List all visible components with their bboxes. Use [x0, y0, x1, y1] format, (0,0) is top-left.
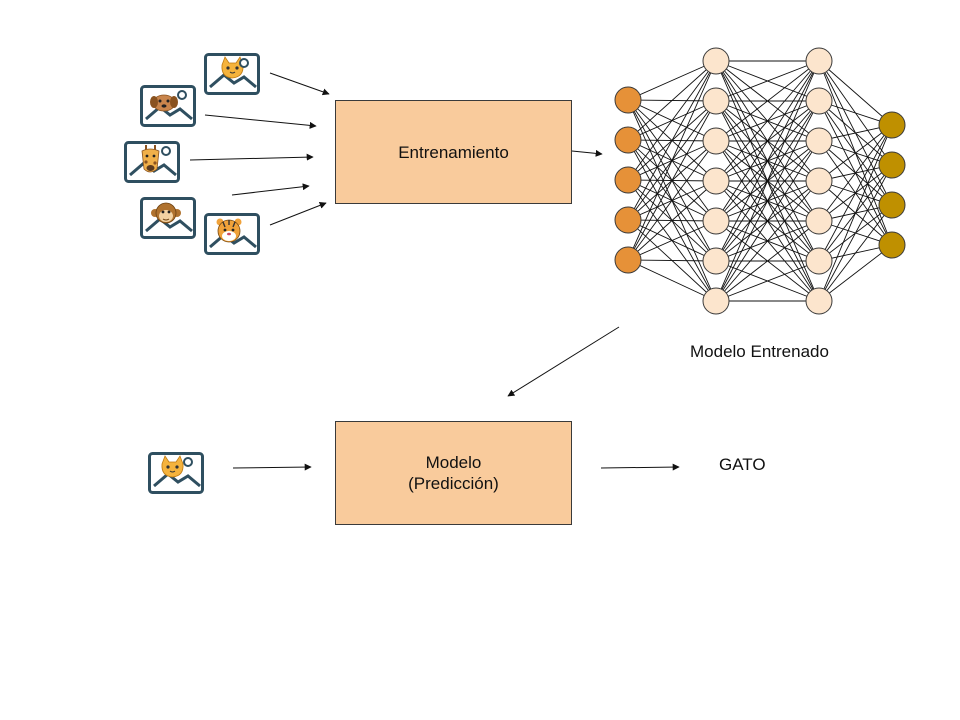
arrow-prediction-to-output — [600, 463, 680, 471]
input-node — [614, 86, 642, 114]
network-edge — [627, 220, 717, 261]
training-image-tiger — [204, 213, 260, 260]
network-edge — [627, 259, 717, 302]
network-edge — [627, 259, 717, 262]
network-edge — [627, 60, 717, 181]
network-edge — [715, 60, 820, 262]
hidden-node — [805, 87, 833, 115]
training-arrows — [189, 72, 330, 226]
network-edge — [627, 180, 717, 261]
hidden-node — [805, 287, 833, 315]
arrow-input-to-prediction — [232, 463, 312, 471]
tiger-face-icon — [204, 213, 260, 255]
network-edge — [715, 260, 820, 302]
network-edge — [715, 60, 820, 102]
training-image-monkey — [140, 197, 196, 244]
training-image-cat — [204, 53, 260, 100]
network-edge — [627, 60, 717, 261]
output-node — [878, 111, 906, 139]
prediction-box-line2: (Predicción) — [408, 474, 499, 493]
hidden-node — [702, 87, 730, 115]
network-edge — [627, 60, 717, 141]
hidden-node — [702, 247, 730, 275]
network-edge — [715, 60, 820, 302]
prediction-box-line1: Modelo — [425, 453, 482, 472]
hidden-node — [805, 247, 833, 275]
network-edge — [818, 60, 893, 126]
network-edge — [818, 124, 893, 222]
output-label: GATO — [719, 455, 766, 474]
training-box-label: Entrenamiento — [398, 142, 509, 162]
input-image-cat — [148, 452, 204, 499]
arrow-cat-to-training — [269, 72, 330, 96]
training-box: Entrenamiento — [335, 100, 572, 204]
hidden-node — [805, 207, 833, 235]
network-edge — [627, 100, 717, 261]
arrow-training-to-network — [571, 149, 603, 157]
arrow-network-to-prediction — [507, 326, 620, 397]
arrow-dog-to-training — [204, 114, 317, 129]
hidden-node — [702, 127, 730, 155]
training-image-dog — [140, 85, 196, 132]
arrow-giraffe-to-training — [189, 153, 314, 161]
network-edge — [818, 124, 893, 302]
arrow-monkey-to-training — [231, 183, 310, 196]
network-edge — [715, 60, 820, 222]
network-edge — [715, 60, 820, 182]
network-edge — [715, 60, 820, 142]
network-edge — [715, 100, 820, 302]
output-node — [878, 231, 906, 259]
hidden-node — [805, 47, 833, 75]
network-edge — [627, 140, 717, 261]
input-node — [614, 206, 642, 234]
network-edge — [818, 124, 893, 262]
input-node — [614, 246, 642, 274]
input-node — [614, 166, 642, 194]
dog-face-icon — [140, 85, 196, 127]
hidden-node — [805, 167, 833, 195]
input-node — [614, 126, 642, 154]
network-edges — [627, 60, 893, 302]
cat-face-icon — [148, 452, 204, 494]
cat-face-icon — [204, 53, 260, 95]
network-edge — [818, 164, 893, 302]
network-edge — [715, 180, 820, 302]
network-edge — [715, 140, 820, 302]
output-node — [878, 191, 906, 219]
monkey-face-icon — [140, 197, 196, 239]
network-nodes — [614, 47, 906, 315]
giraffe-face-icon — [124, 141, 180, 183]
training-image-giraffe — [124, 141, 180, 188]
network-edge — [627, 60, 717, 221]
network-edge — [818, 204, 893, 302]
hidden-node — [702, 47, 730, 75]
network-edge — [818, 124, 893, 182]
arrow-tiger-to-training — [269, 202, 327, 226]
network-edge — [818, 244, 893, 302]
hidden-node — [702, 287, 730, 315]
prediction-box: Modelo (Predicción) — [335, 421, 572, 525]
hidden-node — [702, 207, 730, 235]
output-node — [878, 151, 906, 179]
network-edge — [627, 60, 717, 101]
hidden-node — [805, 127, 833, 155]
trained-model-label: Modelo Entrenado — [690, 342, 829, 361]
hidden-node — [702, 167, 730, 195]
network-edge — [715, 220, 820, 302]
